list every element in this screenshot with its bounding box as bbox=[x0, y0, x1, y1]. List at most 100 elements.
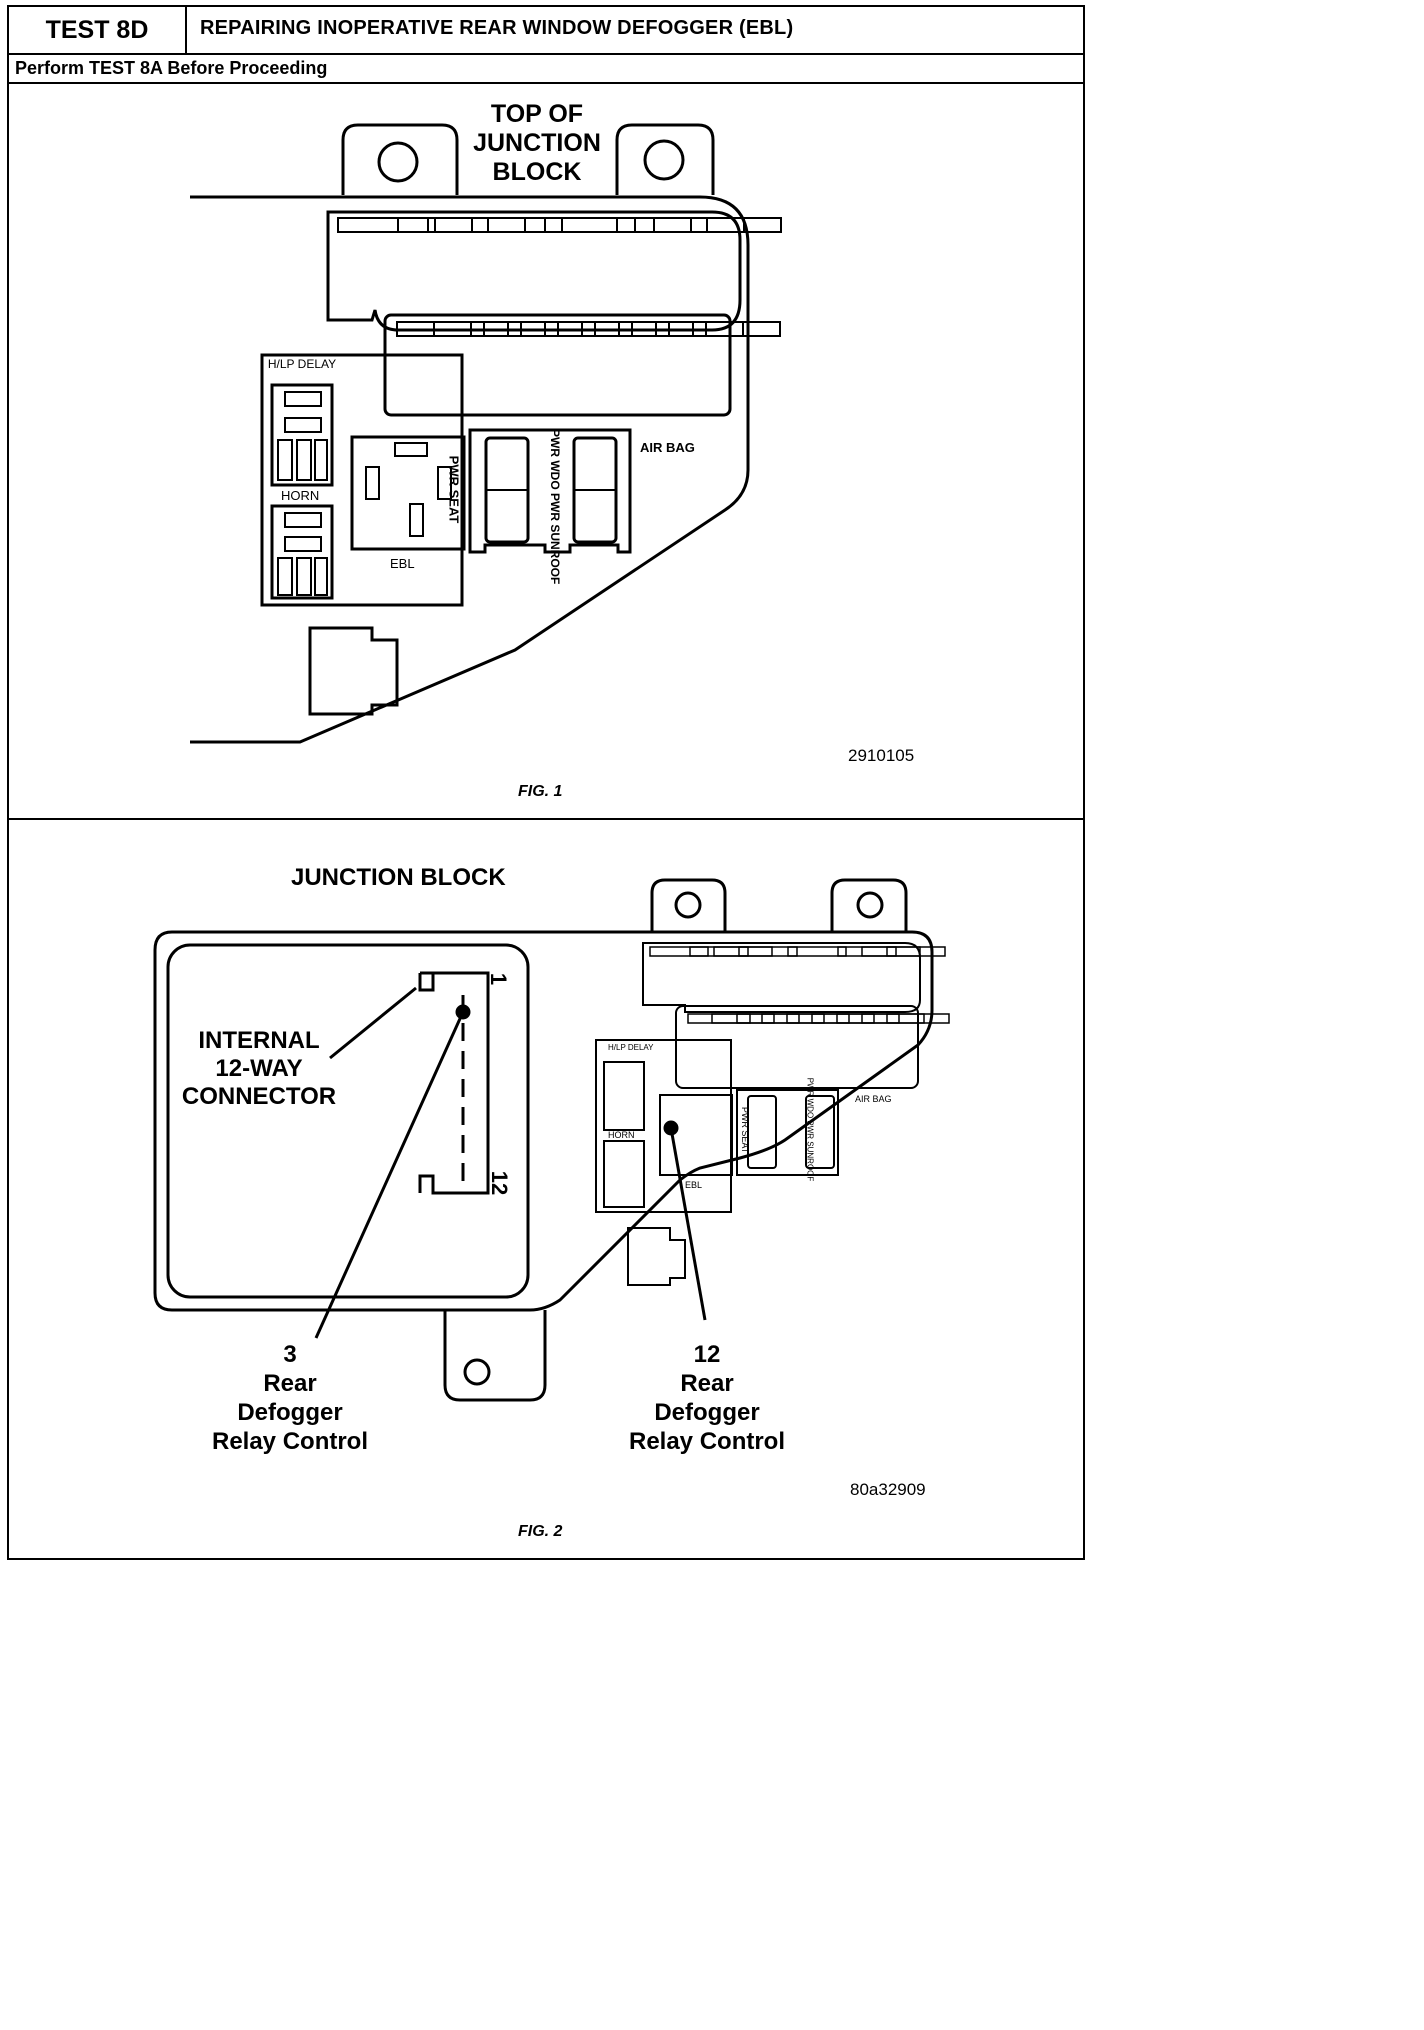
fuse-number: 11 bbox=[760, 0, 777, 4]
fig2-callout-right-line: Defogger bbox=[654, 1399, 760, 1426]
fuse-number: 16 bbox=[884, 0, 902, 4]
fig1-left-tab bbox=[341, 123, 459, 195]
fuse-slot bbox=[649, 946, 709, 957]
fig2-connector-label-line: 12-WAY bbox=[215, 1055, 303, 1082]
fig2-mini-breaker-block bbox=[736, 1089, 839, 1176]
fuse-number: 9 bbox=[715, 0, 724, 4]
header-row bbox=[7, 5, 1085, 55]
fuse-number: 3 bbox=[476, 0, 485, 4]
fuse-number: 4 bbox=[764, 0, 773, 4]
fig2-right-tab bbox=[830, 878, 908, 932]
fig1-ebl-relay bbox=[350, 435, 466, 551]
fig1-title: TOP OF JUNCTION BLOCK bbox=[462, 100, 612, 187]
fig2-body-outline bbox=[153, 930, 934, 1312]
fig2-callout-right-pin: 12 bbox=[693, 1341, 721, 1368]
fig1-title-line: JUNCTION bbox=[473, 129, 601, 157]
fig1-caption: FIG. 1 bbox=[518, 783, 563, 800]
fuse-number: 2 bbox=[439, 0, 448, 4]
fig2-callout-right: 12 Rear Defogger Relay Control bbox=[614, 1340, 800, 1456]
fig1-horn-relay bbox=[270, 504, 334, 600]
fig2-pin12-leader bbox=[669, 1127, 707, 1321]
fuse-slot bbox=[761, 1013, 825, 1024]
fuse-number: 15 bbox=[654, 0, 672, 4]
fuse-number: 9 bbox=[436, 0, 445, 4]
fig2-pin3-dot bbox=[455, 1004, 471, 1020]
fig1-ebl-label: EBL bbox=[390, 556, 415, 571]
fuse-number: 17 bbox=[728, 0, 746, 4]
fig2-mini-hlp-label: H/LP DELAY bbox=[608, 1043, 654, 1052]
fig2-connector-label-line: INTERNAL bbox=[198, 1027, 320, 1054]
fuse-number: 13 bbox=[580, 0, 598, 4]
fig2-mini-horn-label: HORN bbox=[608, 1130, 635, 1140]
fig2-mini-pwr-seat-label: PWR SEAT bbox=[740, 1106, 751, 1154]
test-id: TEST 8D bbox=[9, 7, 187, 53]
figure1-drawing: 12345678 91011121314151617 bbox=[190, 0, 782, 744]
fuse-slot bbox=[471, 217, 563, 233]
fig2-callout-right-line: Relay Control bbox=[628, 1428, 786, 1455]
fig1-connector bbox=[308, 626, 399, 716]
fuse-number: 10 bbox=[734, 0, 752, 4]
fig2-mini-ebl-relay bbox=[659, 1094, 733, 1176]
fig2-left-tab-hole bbox=[674, 891, 702, 919]
fig1-left-tab-hole bbox=[377, 141, 419, 183]
fig1-title-line: BLOCK bbox=[492, 158, 582, 186]
fig2-callout-left-line: Rear bbox=[263, 1370, 317, 1397]
fuse-slot bbox=[687, 1013, 751, 1024]
fig2-right-tab-hole bbox=[856, 891, 884, 919]
prerequisite-row bbox=[7, 53, 1085, 84]
fig1-title-line: TOP OF bbox=[490, 100, 584, 128]
fuse-number: 12 bbox=[784, 0, 802, 4]
fuse-number: 16 bbox=[691, 0, 709, 4]
fuse-slot bbox=[786, 1013, 850, 1024]
fig2-inner-panel bbox=[166, 943, 530, 1299]
fuse-slot bbox=[713, 946, 773, 957]
fuse-slot bbox=[738, 946, 798, 957]
fuse-slot bbox=[861, 1013, 925, 1024]
fig2-pin-last: 12 bbox=[487, 1170, 513, 1196]
fuse-number: 1 bbox=[675, 0, 684, 4]
fig2-callout-left-pin: 3 bbox=[283, 1341, 297, 1368]
fuse-number: 17 bbox=[909, 0, 927, 4]
fig2-callout-left-line: Defogger bbox=[237, 1399, 343, 1426]
fuse-number: 10 bbox=[469, 0, 487, 4]
fig2-caption: FIG. 2 bbox=[518, 1523, 563, 1540]
fig2-pin12-dot bbox=[663, 1120, 679, 1136]
prerequisite-text: Perform TEST 8A Before Proceeding bbox=[15, 58, 328, 78]
fuse-slot bbox=[736, 1013, 800, 1024]
fig2-title: JUNCTION BLOCK bbox=[291, 864, 506, 891]
fuse-slot bbox=[861, 946, 921, 957]
fig2-callout-left: 3 Rear Defogger Relay Control bbox=[200, 1340, 380, 1456]
fuse-number: 5 bbox=[813, 0, 822, 4]
fig1-code: 2910105 bbox=[848, 746, 915, 765]
fuse-number: 13 bbox=[809, 0, 827, 4]
fuse-number: 14 bbox=[617, 0, 635, 4]
fuse-slot bbox=[886, 1013, 950, 1024]
fuse-number: 7 bbox=[887, 0, 896, 4]
figure2-drawing: 12345678 91011121314151617 bbox=[153, 0, 950, 1402]
fuse-number: 8 bbox=[912, 0, 921, 4]
fuse-slot bbox=[692, 321, 781, 337]
fig2-connector-label: INTERNAL 12-WAY CONNECTOR bbox=[176, 1027, 342, 1111]
fig2-mini-ebl-label: EBL bbox=[685, 1180, 703, 1190]
fuse-slot bbox=[690, 217, 782, 233]
fig2-pin-first: 1 bbox=[486, 972, 512, 986]
fuse-number: 12 bbox=[543, 0, 561, 4]
fig1-right-tab-hole bbox=[643, 139, 685, 181]
fuse-number: 6 bbox=[658, 0, 667, 4]
fig2-mini-lower-frame bbox=[675, 1005, 919, 1089]
fig2-callout-right-line: Rear bbox=[680, 1370, 734, 1397]
fig1-air-bag-label: AIR BAG bbox=[640, 440, 695, 455]
fig1-relay-panel bbox=[260, 353, 464, 607]
fig1-horn-label: HORN bbox=[281, 488, 320, 503]
fuse-number: 5 bbox=[586, 0, 595, 4]
fuse-number: 7 bbox=[695, 0, 704, 4]
fig2-mini-fuse-cavity bbox=[642, 942, 921, 1013]
fuse-number: 8 bbox=[732, 0, 741, 4]
fig2-12way-connector bbox=[418, 971, 490, 1195]
fuse-slot bbox=[811, 1013, 875, 1024]
fig1-body-outline bbox=[190, 195, 750, 744]
fuse-number: 15 bbox=[859, 0, 877, 4]
fuse-slot bbox=[836, 1013, 900, 1024]
fig2-mini-pwr-wdo-label: PWR WDO PWR SUNROOF bbox=[805, 1077, 815, 1182]
fig2-left-tab bbox=[650, 878, 727, 932]
